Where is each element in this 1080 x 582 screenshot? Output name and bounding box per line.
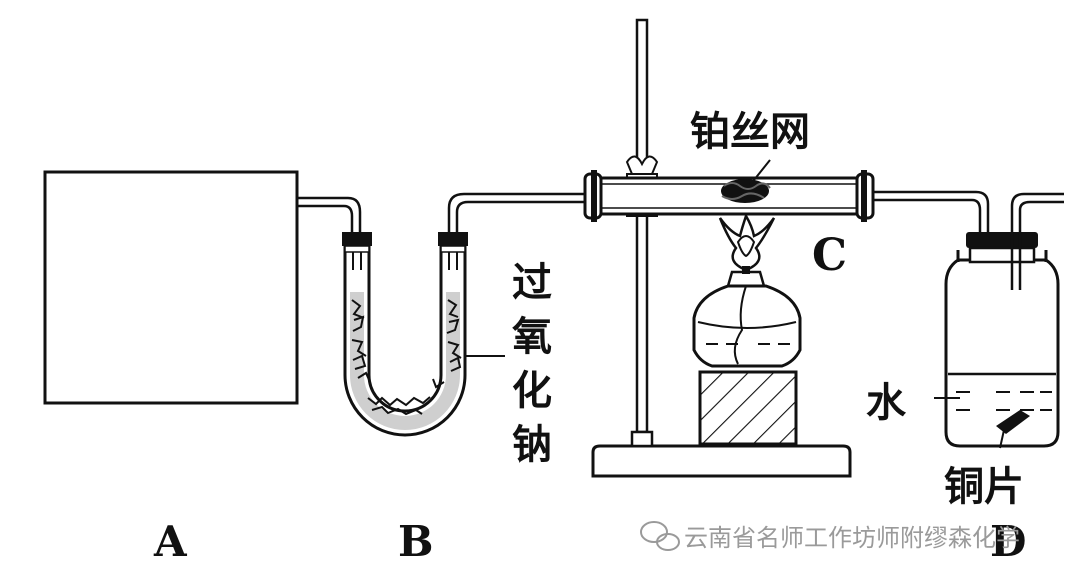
platinum-mesh-label: 铂丝网 — [690, 109, 810, 155]
alcohol-lamp — [692, 213, 802, 446]
sodium-peroxide-char-4: 钠 — [512, 422, 552, 468]
tube-c-to-d — [873, 190, 990, 420]
tube-a-to-b — [297, 196, 362, 232]
tube-b-to-c — [447, 192, 585, 232]
apparatus-b-letter: B — [398, 517, 434, 566]
watermark-text: 云南省名师工作坊师附缪森化学 — [684, 524, 1020, 552]
platinum-mesh — [721, 179, 771, 203]
sodium-peroxide-char-1: 过 — [512, 260, 552, 306]
wechat-icon — [640, 521, 680, 551]
apparatus-a-box — [43, 170, 299, 405]
water-label: 水 — [866, 380, 907, 426]
apparatus-b-u-tube — [342, 232, 505, 437]
apparatus-c-label: C — [812, 230, 847, 281]
sodium-peroxide-char-3: 化 — [512, 368, 552, 414]
watermark: 云南省名师工作坊师附缪森化学 — [640, 521, 1020, 552]
apparatus-d-bottle — [934, 192, 1064, 449]
copper-sheet-label: 铜片 — [944, 464, 1024, 510]
apparatus-c-tube — [583, 159, 875, 222]
sodium-peroxide-char-2: 氧 — [512, 314, 552, 360]
apparatus-d-letter: D — [990, 517, 1026, 566]
sodium-peroxide-label: 过 氧 化 钠 — [512, 260, 552, 468]
apparatus-a-letter: A — [153, 517, 188, 566]
